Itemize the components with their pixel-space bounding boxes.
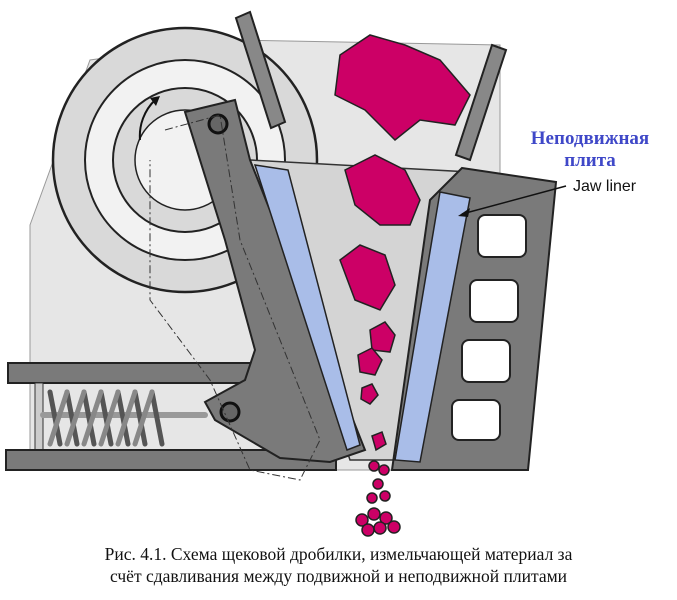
rocks (334, 34, 471, 537)
feed-guide-left (234, 10, 287, 130)
fixed-jaw-liner (394, 191, 471, 463)
rock (357, 347, 383, 376)
rock (344, 154, 421, 226)
frame-windows (451, 214, 527, 441)
moving-jaw (183, 98, 367, 464)
fixed-plate-label: Неподвижная плита (530, 128, 650, 171)
upper-rail (7, 362, 254, 384)
jaw-liner-pointer (461, 185, 567, 215)
rotation-arrow-icon (138, 99, 156, 141)
jaw-motion-outline (149, 114, 321, 481)
rock (371, 431, 387, 452)
rock (339, 244, 396, 311)
feed-guide-right (454, 43, 508, 162)
jaw-liner-label: Jaw liner (573, 178, 637, 195)
toggle-pin (219, 401, 241, 423)
rock (360, 383, 379, 405)
spring (40, 389, 208, 447)
figure-caption: Рис. 4.1. Схема щековой дробилки, измель… (0, 543, 677, 587)
moving-jaw-liner (253, 164, 361, 451)
rock (334, 34, 471, 142)
caption-line-2: счёт сдавливания между подвижной и непод… (109, 566, 568, 586)
rock (369, 321, 396, 353)
caption-line-1: Рис. 4.1. Схема щековой дробилки, измель… (104, 544, 573, 564)
jaw-crusher-diagram (5, 10, 567, 537)
